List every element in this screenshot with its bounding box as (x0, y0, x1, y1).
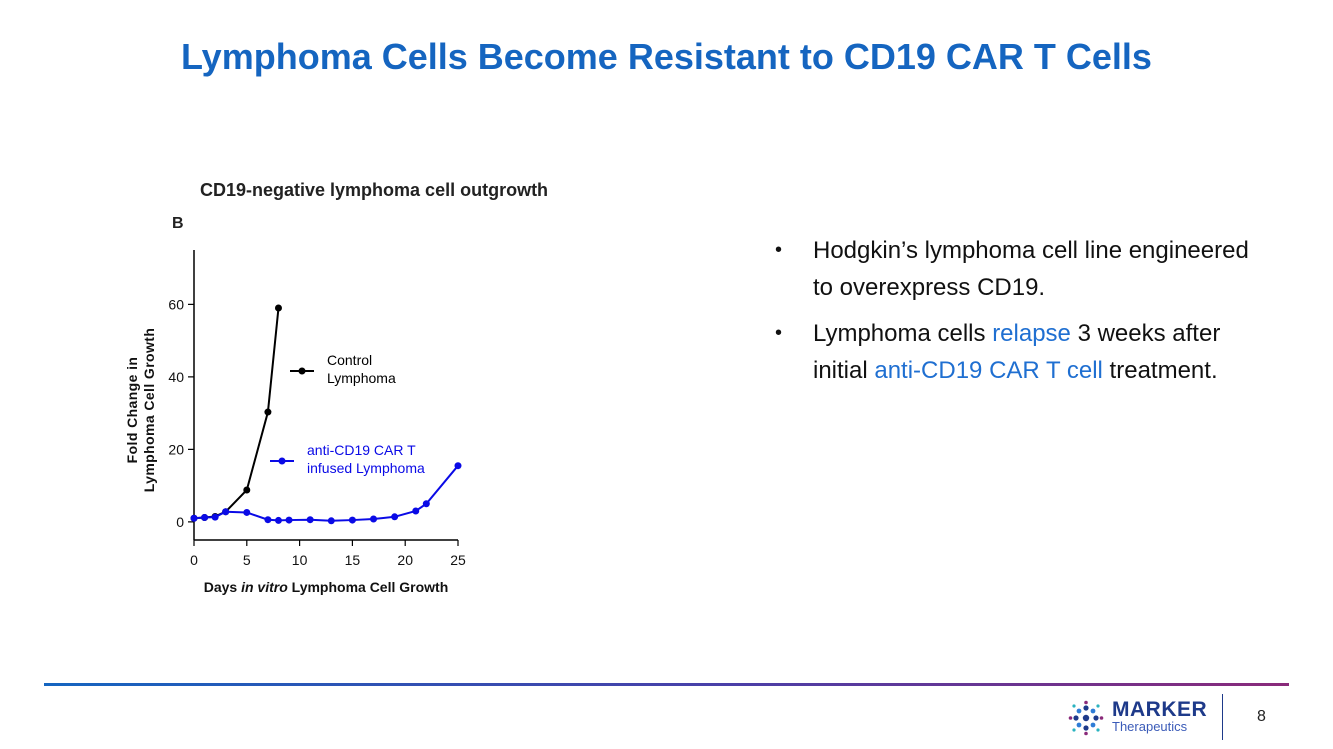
data-point-series-2 (201, 514, 209, 522)
data-point-series-2 (370, 515, 378, 523)
x-tick-label: 0 (190, 552, 198, 568)
data-point-series-2 (422, 500, 430, 508)
bullet-text-part: Lymphoma cells (813, 320, 993, 347)
footer-rule (44, 683, 1289, 686)
data-point-series-2 (391, 513, 399, 521)
bullet-item: • Lymphoma cells relapse 3 weeks after i… (775, 315, 1275, 389)
data-point-series-2 (243, 508, 251, 516)
bullet-text: Lymphoma cells relapse 3 weeks after ini… (813, 320, 1220, 384)
x-tick-label: 15 (345, 552, 361, 568)
company-logo: MARKER Therapeutics (1068, 698, 1208, 738)
legend-marker-1 (298, 367, 306, 375)
bullet-icon: • (775, 239, 783, 261)
y-axis-label: Lymphoma Cell Growth (141, 328, 157, 493)
panel-label: B (172, 215, 184, 232)
y-tick-label: 0 (176, 514, 184, 530)
data-point-series-2 (412, 507, 420, 515)
x-axis-label: Days in vitro Lymphoma Cell Growth (204, 579, 449, 595)
bullet-text: Hodgkin’s lymphoma cell line engineered … (813, 237, 1249, 301)
legend-marker-2 (278, 457, 286, 465)
y-tick-label: 40 (168, 369, 184, 385)
bullet-icon: • (775, 322, 783, 344)
bullet-list: • Hodgkin’s lymphoma cell line engineere… (775, 232, 1275, 398)
data-point-series-2 (454, 462, 462, 470)
data-point-series-2 (190, 514, 198, 522)
highlight-car-t: anti-CD19 CAR T cell (874, 357, 1103, 384)
data-point-series-2 (274, 516, 282, 524)
x-axis-label-part: Days (204, 579, 241, 595)
marker-logo-icon (1068, 700, 1104, 736)
x-axis-label-part: Lymphoma Cell Growth (288, 579, 449, 595)
x-tick-label: 5 (243, 552, 251, 568)
data-point-series-2 (211, 513, 219, 521)
bullet-text-part: treatment. (1102, 357, 1218, 384)
bullet-text-part: 3 weeks after initial (813, 320, 1221, 384)
chart-title: CD19-negative lymphoma cell outgrowth (200, 180, 549, 200)
legend-label-1: Control (327, 352, 372, 368)
data-point-series-2 (285, 516, 293, 524)
y-tick-label: 60 (168, 296, 184, 312)
bullet-item: • Hodgkin’s lymphoma cell line engineere… (775, 232, 1275, 306)
footer-divider (1222, 694, 1223, 740)
data-point-series-1 (243, 486, 251, 494)
x-tick-label: 20 (397, 552, 413, 568)
x-axis-label-part: in vitro (241, 579, 288, 595)
y-axis-label: Fold Change in (124, 357, 140, 464)
logo-subtitle: Therapeutics (1112, 719, 1188, 734)
data-point-series-2 (264, 516, 272, 524)
data-point-series-2 (222, 508, 230, 516)
y-tick-label: 20 (168, 441, 184, 457)
series-line-2 (193, 465, 459, 522)
legend-label-2: infused Lymphoma (307, 460, 425, 476)
slide-title: Lymphoma Cells Become Resistant to CD19 … (181, 36, 1152, 77)
data-point-series-2 (327, 517, 335, 525)
highlight-relapse: relapse (992, 320, 1071, 347)
page-number: 8 (1257, 708, 1266, 725)
x-tick-label: 25 (450, 552, 466, 568)
data-point-series-2 (348, 516, 356, 524)
x-tick-label: 10 (292, 552, 308, 568)
data-point-series-2 (306, 516, 314, 524)
legend-label-1: Lymphoma (327, 370, 396, 386)
data-point-series-1 (274, 304, 282, 312)
legend-label-2: anti-CD19 CAR T (307, 442, 416, 458)
logo-name: MARKER (1112, 698, 1208, 721)
data-point-series-1 (264, 408, 272, 416)
